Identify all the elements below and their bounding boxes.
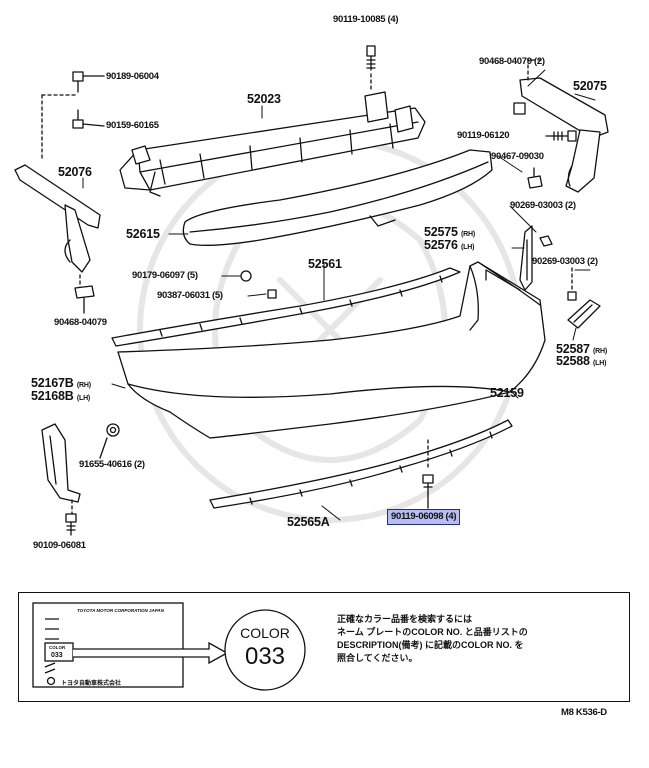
- label-90159-60165[interactable]: 90159-60165: [106, 120, 159, 131]
- label-91655-40616[interactable]: 91655-40616 (2): [79, 459, 145, 470]
- plate-color-code: 033: [51, 652, 63, 659]
- label-52168B[interactable]: 52168B (LH): [31, 389, 91, 403]
- label-52576[interactable]: 52576 (LH): [424, 238, 475, 252]
- reinforcement-52565A[interactable]: [209, 419, 513, 509]
- label-52615[interactable]: 52615: [126, 227, 160, 241]
- rh-note: (RH): [461, 231, 476, 238]
- footer-code: M8 K536-D: [561, 707, 607, 718]
- bolt-90159-60165[interactable]: [72, 109, 105, 129]
- plate-color-label: COLOR: [49, 645, 66, 650]
- bumper-cover-52159[interactable]: [117, 261, 546, 439]
- lh-note: (LH): [593, 360, 607, 367]
- label-90119-06098-highlighted[interactable]: 90119-06098 (4): [387, 509, 461, 525]
- plate-header: TOYOTA MOTOR CORPORATION JAPAN: [77, 608, 164, 613]
- lh-note: (LH): [76, 395, 91, 402]
- name-plate-illustration: [32, 602, 306, 691]
- label-90468-04079-left[interactable]: 90468-04079: [54, 317, 107, 328]
- retainer-52587[interactable]: [567, 299, 601, 329]
- label-90269-03003-a[interactable]: 90269-03003 (2): [510, 200, 576, 211]
- lh-note: (LH): [461, 244, 475, 251]
- label-90109-06081[interactable]: 90109-06081: [33, 540, 86, 551]
- color-legend-box: TOYOTA MOTOR CORPORATION JAPAN COLOR 033…: [18, 592, 630, 702]
- clip-90269-03003-upper[interactable]: [539, 235, 553, 247]
- retainer-52575[interactable]: [519, 225, 533, 291]
- leader-lines: [82, 69, 596, 521]
- label-52076[interactable]: 52076: [58, 165, 92, 179]
- reinforcement-52023[interactable]: [119, 91, 426, 197]
- nut-90179-06097[interactable]: [240, 270, 252, 282]
- color-code: 033: [244, 643, 286, 670]
- bolt-90119-10085[interactable]: [366, 45, 376, 93]
- screw-90119-06098[interactable]: [422, 439, 434, 509]
- label-90179-06097[interactable]: 90179-06097 (5): [132, 270, 198, 281]
- label-52167B[interactable]: 52167B (RH): [31, 376, 91, 390]
- label-90189-06004[interactable]: 90189-06004: [106, 71, 159, 82]
- rh-note: (RH): [76, 382, 91, 389]
- label-52561[interactable]: 52561: [308, 257, 342, 271]
- label-90269-03003-b[interactable]: 90269-03003 (2): [532, 256, 598, 267]
- label-90468-04079-right[interactable]: 90468-04079 (2): [479, 56, 545, 67]
- nut-90468-04079-left[interactable]: [74, 285, 95, 314]
- nut-90387-06031[interactable]: [267, 289, 277, 299]
- label-52588[interactable]: 52588 (LH): [556, 354, 607, 368]
- rh-note: (RH): [593, 348, 608, 355]
- bracket-52167B[interactable]: [41, 423, 81, 515]
- label-52075[interactable]: 52075: [573, 79, 607, 93]
- clip-90467-09030[interactable]: [527, 167, 543, 189]
- absorber-52615[interactable]: [182, 149, 493, 246]
- grommet-91655-40616[interactable]: [99, 423, 120, 459]
- label-52159[interactable]: 52159: [490, 386, 524, 400]
- label-90119-06120[interactable]: 90119-06120: [457, 130, 510, 141]
- molding-52561[interactable]: [111, 267, 461, 347]
- bolt-90119-06120[interactable]: [545, 130, 577, 142]
- color-word: COLOR: [240, 625, 290, 641]
- bolt-90189-06004[interactable]: [72, 71, 105, 93]
- bracket-52075[interactable]: [519, 59, 609, 193]
- nut-90468-04079-right[interactable]: [513, 102, 526, 115]
- label-90467-09030[interactable]: 90467-09030: [491, 151, 544, 162]
- instructions-text: 正確なカラー品番を検索するには ネーム プレートのCOLOR NO. と品番リス…: [337, 614, 528, 664]
- clip-90269-03003-lower[interactable]: [567, 267, 577, 301]
- color-code-circle: [224, 609, 306, 691]
- label-52575[interactable]: 52575 (RH): [424, 225, 476, 239]
- label-52565A[interactable]: 52565A: [287, 515, 330, 529]
- screw-90109-06081[interactable]: [65, 513, 77, 536]
- label-90119-10085[interactable]: 90119-10085 (4): [333, 14, 399, 25]
- plate-footer: トヨタ自動車株式会社: [61, 681, 122, 687]
- label-90387-06031[interactable]: 90387-06031 (5): [157, 290, 223, 301]
- label-52587[interactable]: 52587 (RH): [556, 342, 608, 356]
- label-52023[interactable]: 52023: [247, 92, 281, 106]
- bracket-52076[interactable]: [14, 94, 101, 296]
